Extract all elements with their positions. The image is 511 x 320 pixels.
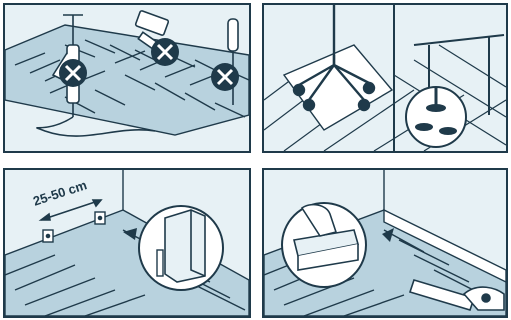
no-tools-illustration xyxy=(5,5,249,151)
panel-no-tools xyxy=(3,3,251,153)
prohibited-screwdriver-icon xyxy=(211,63,239,91)
panel-clip-spacing: 25-50 cm xyxy=(3,168,251,318)
wall-clip-icon xyxy=(95,212,105,224)
felt-pads-magnifier xyxy=(406,87,466,147)
prohibited-caulk-icon xyxy=(59,59,87,87)
prohibited-hammer-icon xyxy=(151,38,179,66)
chair-protection-illustration xyxy=(264,5,506,151)
clip-spacing-illustration: 25-50 cm xyxy=(5,170,249,316)
felt-pad-icon xyxy=(415,123,433,131)
felt-pad-icon xyxy=(439,127,457,135)
panel-chair-protection xyxy=(262,3,508,153)
skirting-installation-illustration xyxy=(264,170,506,316)
panel-skirting-installation xyxy=(262,168,508,318)
wall-clip-icon xyxy=(43,230,53,242)
